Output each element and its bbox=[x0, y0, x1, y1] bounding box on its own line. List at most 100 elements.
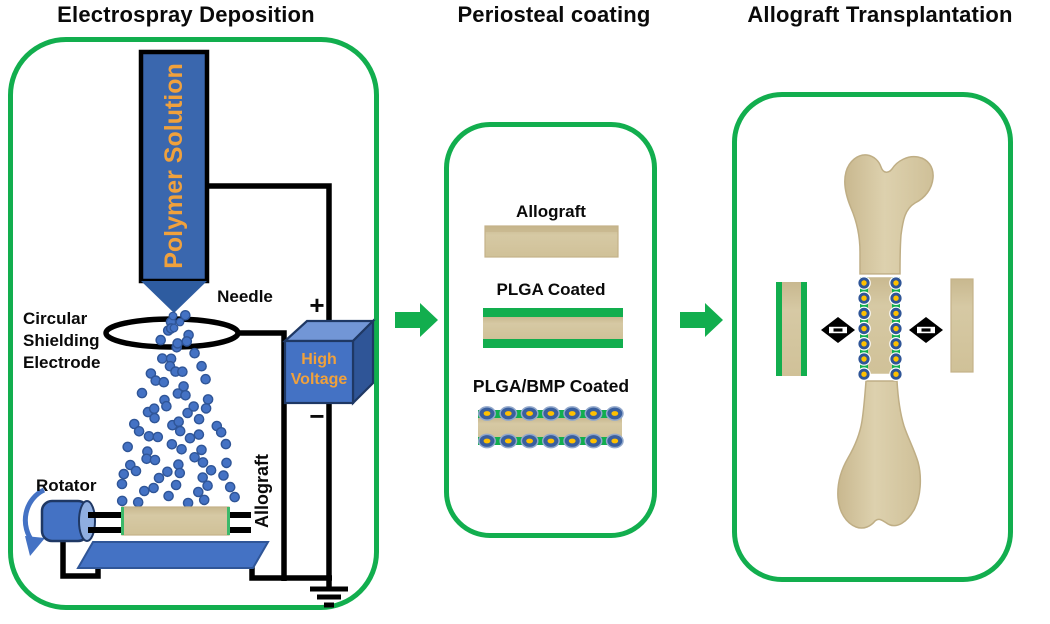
droplet bbox=[174, 467, 186, 479]
negative-terminal-label: − bbox=[309, 401, 325, 431]
droplet bbox=[179, 309, 191, 321]
allograft-bar bbox=[484, 225, 619, 258]
droplet bbox=[174, 425, 186, 437]
femur-distal bbox=[837, 380, 922, 529]
fit-arrow-dash bbox=[921, 328, 931, 332]
bmp-particle-core bbox=[526, 438, 533, 444]
droplet bbox=[202, 480, 213, 492]
graft-particle-core bbox=[893, 371, 899, 377]
droplet bbox=[181, 336, 193, 347]
flow-arrow-icon-1 bbox=[395, 303, 438, 337]
rotator-label: Rotator bbox=[36, 476, 97, 495]
bmp-particle-core bbox=[483, 411, 491, 416]
ground-icon bbox=[310, 586, 348, 608]
droplet bbox=[163, 490, 174, 502]
droplet bbox=[145, 368, 157, 379]
coated-graft-bar-left bbox=[776, 282, 807, 376]
graft-particle-core bbox=[861, 325, 867, 332]
allograft-bar-label: Allograft bbox=[516, 202, 586, 221]
droplet bbox=[118, 468, 130, 480]
droplet bbox=[200, 403, 212, 414]
bmp-particle-core bbox=[526, 411, 533, 416]
droplet bbox=[153, 472, 165, 484]
allograft-rod-label: Allograft bbox=[252, 454, 272, 528]
fit-arrow-dash bbox=[833, 328, 843, 332]
droplet bbox=[149, 454, 161, 466]
plga-bmp-coated-label: PLGA/BMP Coated bbox=[472, 376, 630, 396]
needle-label: Needle bbox=[217, 287, 273, 306]
allograft-rod bbox=[121, 506, 230, 536]
droplet bbox=[182, 407, 193, 419]
syringe-to-hv-wire bbox=[205, 183, 332, 338]
electrode-wire bbox=[238, 330, 287, 581]
syringe bbox=[138, 49, 210, 313]
graft-particle-core bbox=[893, 356, 899, 362]
rotation-arrow-icon bbox=[22, 487, 46, 544]
droplet bbox=[130, 465, 142, 477]
bmp-particle-core bbox=[590, 411, 597, 416]
droplet bbox=[205, 464, 217, 476]
droplet bbox=[166, 438, 178, 450]
droplet bbox=[188, 401, 199, 412]
droplet bbox=[141, 453, 152, 465]
uncoated-graft-bar-right bbox=[950, 278, 974, 373]
droplet bbox=[155, 334, 166, 346]
droplet bbox=[196, 360, 207, 372]
periosteal-panel-outline bbox=[444, 122, 657, 538]
droplet bbox=[198, 494, 210, 506]
femur-proximal bbox=[844, 154, 934, 275]
graft-particle-core bbox=[893, 325, 899, 332]
graft-particle-core bbox=[861, 295, 867, 301]
droplet bbox=[168, 311, 178, 321]
bmp-particle-core bbox=[547, 438, 555, 444]
panel2-title: Periosteal coating bbox=[457, 2, 651, 27]
flow-arrow-icon-2 bbox=[680, 303, 723, 337]
platform-ground-wire bbox=[249, 564, 332, 581]
spray-droplets bbox=[116, 309, 240, 509]
droplet bbox=[202, 394, 214, 405]
droplet bbox=[182, 497, 194, 509]
rotator-support-wire bbox=[60, 540, 101, 579]
droplet bbox=[176, 443, 187, 455]
bmp-particle-core bbox=[568, 438, 576, 444]
high-voltage-box bbox=[282, 318, 376, 406]
droplet bbox=[148, 482, 159, 494]
graft-particle-core bbox=[861, 341, 867, 347]
bmp-particle-core bbox=[590, 438, 597, 444]
graft-particle-core bbox=[893, 310, 899, 317]
droplet bbox=[192, 486, 204, 498]
bmp-particle-core bbox=[568, 411, 576, 416]
droplet bbox=[197, 472, 208, 483]
graft-particle-core bbox=[861, 356, 867, 362]
bmp-particle-core bbox=[483, 438, 491, 444]
needle-tip bbox=[141, 281, 207, 313]
droplet bbox=[158, 376, 170, 388]
high-voltage-label: High Voltage bbox=[290, 351, 348, 388]
droplet bbox=[218, 470, 229, 481]
droplet bbox=[173, 416, 184, 428]
fit-arrow-icons bbox=[821, 317, 943, 343]
droplet bbox=[116, 478, 128, 490]
droplet bbox=[180, 389, 191, 401]
droplet bbox=[200, 373, 211, 385]
graft-particle-core bbox=[861, 371, 867, 377]
rotation-arrowhead-icon bbox=[25, 536, 45, 556]
polymer-solution-label: Polymer Solution bbox=[160, 63, 188, 269]
droplet bbox=[224, 481, 236, 493]
transplant-panel-outline bbox=[732, 92, 1013, 582]
droplet bbox=[189, 347, 200, 359]
droplet bbox=[193, 429, 205, 440]
droplet bbox=[172, 338, 183, 349]
droplet bbox=[116, 495, 128, 507]
droplet bbox=[161, 400, 172, 412]
droplet bbox=[220, 438, 232, 450]
rotator-motor bbox=[22, 487, 96, 556]
panel3-title: Allograft Transplantation bbox=[747, 2, 1013, 27]
graft-particle-core bbox=[893, 341, 899, 347]
positive-terminal-label: + bbox=[309, 290, 325, 320]
panel1-title: Electrospray Deposition bbox=[57, 2, 315, 27]
bmp-particle-core bbox=[611, 411, 619, 416]
electrospray-panel-outline bbox=[8, 37, 379, 610]
